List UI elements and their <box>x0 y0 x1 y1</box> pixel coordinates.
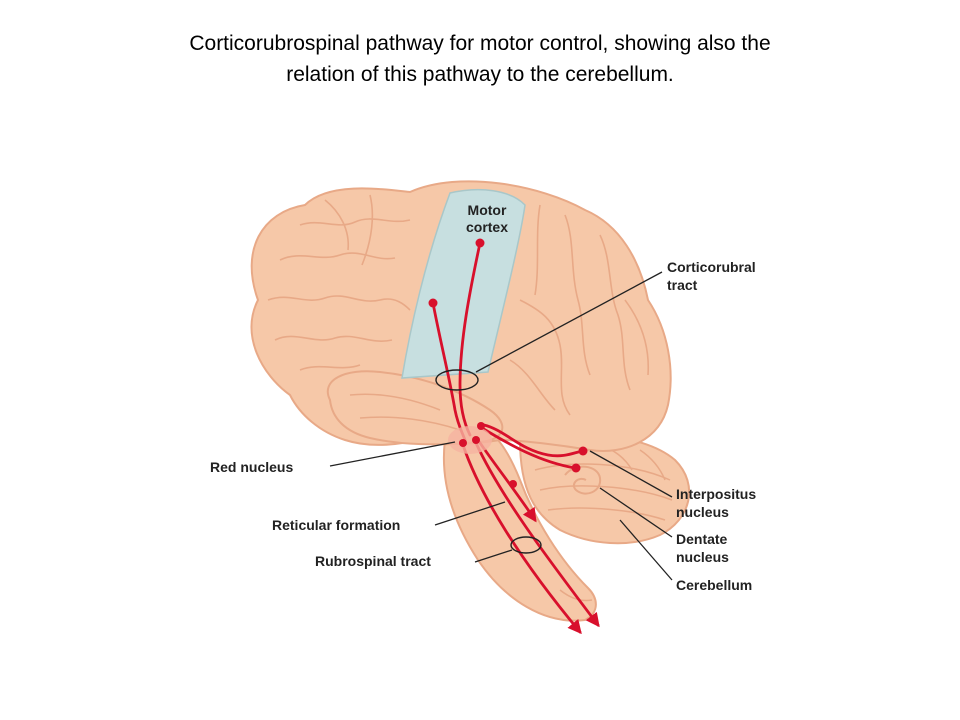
neuron-dots <box>428 238 588 488</box>
leader-lines <box>329 271 673 581</box>
label-cerebellum: Cerebellum <box>676 577 752 593</box>
label-interpositus-line2: nucleus <box>676 504 729 520</box>
label-interpositus-line1: Interpositus <box>676 486 756 502</box>
label-dentate-line1: Dentate <box>676 531 728 547</box>
dentate-fiber <box>480 426 577 470</box>
gyri-lines <box>267 194 650 431</box>
slide-title: Corticorubrospinal pathway for motor con… <box>0 28 960 90</box>
label-corticorubral-line1: Corticorubral <box>667 259 756 275</box>
label-motor-cortex-line1: Motor <box>468 202 507 218</box>
rubrospinal-tract-oval <box>510 536 542 554</box>
rubrospinal-fiber-2 <box>474 441 600 628</box>
rubrospinal-fiber-1 <box>461 443 582 635</box>
label-corticorubral-line2: tract <box>667 277 698 293</box>
pathway-lines <box>431 241 600 635</box>
corticorubral-tract-oval <box>435 369 479 391</box>
red-nucleus-shape <box>448 426 492 454</box>
label-red-nucleus: Red nucleus <box>210 459 293 475</box>
interpositus-fiber <box>482 423 585 458</box>
label-motor-cortex-line2: cortex <box>466 219 508 235</box>
label-dentate-line2: nucleus <box>676 549 729 565</box>
dentate-nucleus-shape <box>564 465 602 495</box>
title-line-1: Corticorubrospinal pathway for motor con… <box>189 32 771 55</box>
corticorubral-fiber-1 <box>458 241 482 437</box>
label-rubrospinal-tract: Rubrospinal tract <box>315 553 431 569</box>
label-reticular-formation: Reticular formation <box>272 517 400 533</box>
title-line-2: relation of this pathway to the cerebell… <box>286 63 674 86</box>
motor-cortex-band <box>401 188 526 379</box>
